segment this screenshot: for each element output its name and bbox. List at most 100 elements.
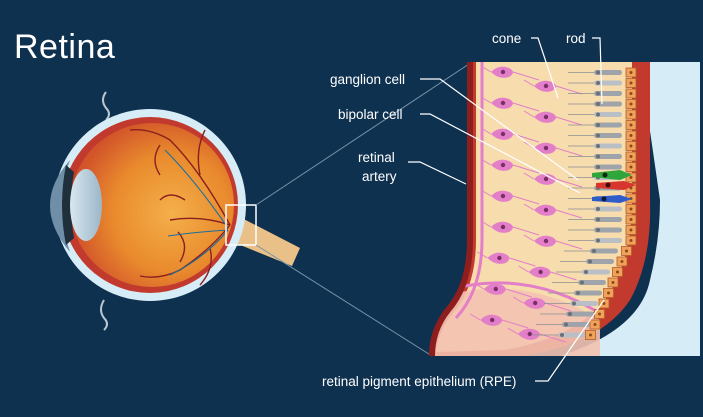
eye-muscle-top — [102, 91, 110, 121]
bipolar-cell — [523, 110, 583, 126]
section-retina-layers — [436, 62, 632, 352]
label-rpe: retinal pigment epithelium (RPE) — [322, 374, 516, 389]
bipolar-cell — [523, 141, 583, 157]
label-ganglion-cell: ganglion cell — [330, 72, 405, 87]
rpe-cell — [589, 319, 601, 330]
rpe-cell — [607, 277, 619, 288]
bipolar-cell — [523, 172, 583, 188]
rpe-cell — [625, 162, 637, 172]
rpe-cell — [625, 151, 637, 162]
cone-cell — [568, 143, 622, 149]
rod-cell — [568, 164, 622, 170]
ganglion-cell — [480, 65, 540, 81]
label-rod: rod — [566, 31, 586, 46]
bipolar-cell — [507, 327, 566, 343]
retinal-veins — [164, 149, 229, 276]
label-retinal-artery-line1: retinal — [358, 150, 395, 165]
bipolar-cell-leader — [420, 113, 581, 194]
rod-cell — [560, 259, 614, 264]
rpe-cell — [625, 130, 637, 141]
ganglion-cell — [480, 189, 540, 205]
cone-green — [592, 170, 632, 180]
retinal-vessels — [129, 129, 231, 286]
rpe-cell — [625, 204, 637, 214]
rpe-leader — [535, 299, 605, 382]
rpe-cell — [621, 246, 632, 256]
rod-cell — [568, 227, 622, 233]
rod-cell — [552, 280, 606, 285]
retina-cross-section — [429, 62, 700, 357]
leader-lines — [408, 37, 605, 382]
ganglion-cell — [480, 158, 540, 174]
rod-cell — [568, 133, 622, 138]
rpe-cell — [625, 214, 637, 225]
rpe-cell — [625, 235, 637, 246]
ganglion-cell-leader — [420, 78, 579, 181]
rpe-cell — [603, 288, 614, 298]
rod-cell — [548, 290, 602, 296]
rod-cell — [540, 311, 594, 317]
label-cone: cone — [492, 31, 521, 46]
ganglion-cell — [480, 96, 540, 112]
rod-cell — [568, 101, 622, 107]
bipolar-cell — [523, 79, 583, 95]
rpe-cell — [612, 267, 623, 277]
cone-cell — [544, 301, 598, 306]
rod-cell — [564, 248, 618, 254]
cone-red — [596, 181, 636, 190]
page-title: Retina — [14, 28, 116, 66]
ganglion-cell — [477, 251, 536, 267]
iris — [62, 165, 74, 245]
eye-interior — [70, 123, 234, 287]
cone-cell — [568, 112, 622, 117]
section-retinal-artery — [429, 62, 473, 357]
rpe-cell — [625, 99, 637, 109]
colored-cones — [592, 170, 636, 203]
rod-leader — [592, 37, 603, 105]
rod-cell — [568, 154, 622, 159]
rpe-cell — [585, 330, 596, 340]
optic-nerve — [228, 214, 300, 266]
rpe-cell — [625, 78, 637, 88]
cone-cell — [568, 206, 622, 212]
eye-muscle-bottom — [100, 299, 108, 331]
cone-cell — [556, 269, 610, 275]
zoom-connector-top — [255, 61, 473, 206]
rpe-cell — [625, 67, 637, 78]
rod-cell — [568, 91, 622, 96]
bipolar-cell — [523, 234, 583, 250]
ganglion-cell — [469, 313, 529, 329]
rod-cell — [568, 217, 622, 222]
neuron-cells — [469, 65, 583, 343]
labels: cone rod ganglion cell bipolar cell reti… — [322, 31, 586, 389]
rpe-cell — [625, 109, 637, 120]
rpe-cell — [625, 120, 637, 130]
ganglion-cell — [480, 127, 540, 143]
cornea — [50, 160, 70, 252]
section-sclera — [560, 62, 700, 356]
cone-blue — [592, 195, 632, 203]
rpe-cell — [625, 141, 637, 151]
label-retinal-artery-line2: artery — [362, 169, 397, 184]
rpe-cell — [625, 225, 637, 235]
eyeball — [50, 61, 473, 357]
cone-cell — [568, 238, 622, 243]
bipolar-cell — [518, 265, 577, 281]
ganglion-cell — [473, 282, 532, 298]
zoom-connector-bottom — [255, 244, 433, 357]
rod-cell — [568, 122, 622, 128]
cone-leader — [531, 37, 559, 99]
zoom-box — [225, 204, 257, 246]
bipolar-cell — [512, 296, 572, 312]
rod-cell — [536, 322, 590, 327]
label-bipolar-cell: bipolar cell — [338, 107, 403, 122]
retinal-artery-leader — [408, 161, 467, 185]
bipolar-cell — [523, 203, 583, 219]
ganglion-cell — [480, 220, 540, 236]
rpe-cell — [598, 298, 610, 309]
lens — [70, 169, 102, 241]
rpe-cell — [625, 88, 637, 99]
rpe-cell — [616, 256, 628, 267]
